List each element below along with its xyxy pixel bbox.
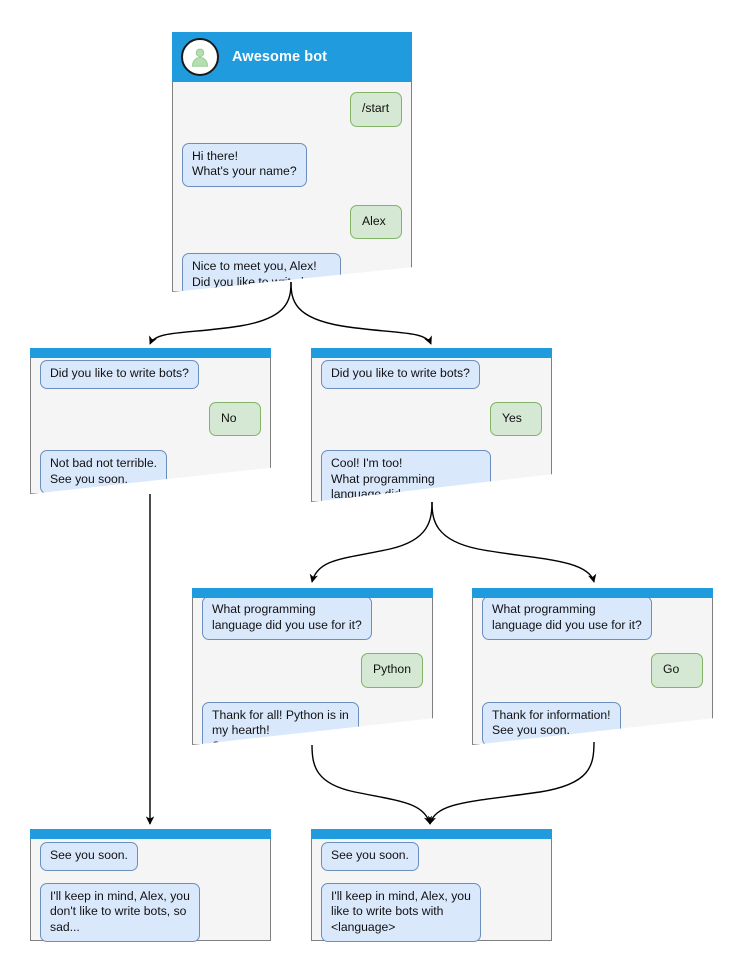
chat-card-answer-yes[interactable]: Did you like to write bots? Yes Cool! I'… (311, 348, 552, 502)
message-list-answer-no: Did you like to write bots? No Not bad n… (30, 360, 271, 494)
bot-message-bubble[interactable]: What programming language did you use fo… (482, 596, 652, 640)
message-row: Thank for information! See you soon. (482, 701, 703, 745)
edge-python-to-end-happy (311, 744, 433, 825)
bot-message-bubble[interactable]: Nice to meet you, Alex! Did you like to … (182, 253, 341, 292)
message-row: Hi there! What's your name? (182, 142, 402, 187)
bot-title: Awesome bot (232, 49, 328, 65)
message-row: I'll keep in mind, Alex, you don't like … (40, 882, 261, 942)
card-header-answer-python (192, 588, 433, 598)
chat-card-end-sad[interactable]: See you soon. I'll keep in mind, Alex, y… (30, 829, 271, 942)
message-row: Not bad not terrible. See you soon. (40, 450, 261, 494)
edge-go-to-end-happy (427, 741, 595, 825)
bot-message-bubble[interactable]: See you soon. (321, 842, 419, 871)
chat-card-answer-go[interactable]: What programming language did you use fo… (472, 588, 713, 745)
message-row: Python (202, 653, 423, 688)
message-row: I'll keep in mind, Alex, you like to wri… (321, 882, 542, 942)
bot-message-bubble[interactable]: I'll keep in mind, Alex, you like to wri… (321, 882, 481, 942)
message-row: Nice to meet you, Alex! Did you like to … (182, 253, 402, 292)
card-header-answer-no (30, 348, 271, 358)
user-message-bubble[interactable]: /start (350, 92, 402, 127)
user-message-bubble[interactable]: Go (651, 653, 703, 688)
message-row: What programming language did you use fo… (202, 596, 423, 640)
edge-start-to-no (149, 281, 292, 345)
bot-message-bubble[interactable]: See you soon. (40, 842, 138, 871)
message-row: See you soon. (321, 842, 542, 871)
message-row: Thank for all! Python is in my hearth! S… (202, 701, 423, 745)
user-message-bubble[interactable]: Python (361, 653, 423, 688)
bot-message-bubble[interactable]: Thank for information! See you soon. (482, 701, 621, 745)
card-header-end-happy (311, 829, 552, 839)
card-header-start: Awesome bot (172, 32, 412, 82)
bot-message-bubble[interactable]: Did you like to write bots? (321, 360, 480, 389)
bot-message-bubble[interactable]: Thank for all! Python is in my hearth! S… (202, 701, 359, 745)
bot-avatar-icon (181, 38, 219, 76)
message-list-start: /start Hi there! What's your name? Alex … (172, 92, 412, 292)
message-list-end-sad: See you soon. I'll keep in mind, Alex, y… (30, 842, 271, 942)
edge-start-to-yes (290, 281, 432, 345)
bot-message-bubble[interactable]: Hi there! What's your name? (182, 142, 307, 187)
message-row: No (40, 401, 261, 436)
message-row: /start (182, 92, 402, 127)
bot-message-bubble[interactable]: I'll keep in mind, Alex, you don't like … (40, 882, 200, 942)
bot-message-bubble[interactable]: Not bad not terrible. See you soon. (40, 450, 168, 494)
edge-yes-to-python (309, 501, 433, 583)
card-header-end-sad (30, 829, 271, 839)
card-header-answer-yes (311, 348, 552, 358)
edge-yes-to-go (431, 501, 597, 583)
message-row: Did you like to write bots? (40, 360, 261, 389)
message-list-answer-yes: Did you like to write bots? Yes Cool! I'… (311, 360, 552, 502)
message-list-end-happy: See you soon. I'll keep in mind, Alex, y… (311, 842, 552, 942)
chat-card-answer-no[interactable]: Did you like to write bots? No Not bad n… (30, 348, 271, 494)
bot-message-bubble[interactable]: What programming language did you use fo… (202, 596, 372, 640)
user-message-bubble[interactable]: No (209, 401, 261, 436)
bot-message-bubble[interactable]: Cool! I'm too! What programming language… (321, 450, 491, 502)
chat-card-answer-python[interactable]: What programming language did you use fo… (192, 588, 433, 745)
card-header-answer-go (472, 588, 713, 598)
message-list-answer-go: What programming language did you use fo… (472, 596, 713, 745)
message-row: Cool! I'm too! What programming language… (321, 450, 542, 502)
message-row: What programming language did you use fo… (482, 596, 703, 640)
message-row: Go (482, 653, 703, 688)
bot-message-bubble[interactable]: Did you like to write bots? (40, 360, 199, 389)
chat-card-end-happy[interactable]: See you soon. I'll keep in mind, Alex, y… (311, 829, 552, 942)
message-row: See you soon. (40, 842, 261, 871)
user-message-bubble[interactable]: Yes (490, 401, 542, 436)
user-message-bubble[interactable]: Alex (350, 204, 402, 239)
message-row: Did you like to write bots? (321, 360, 542, 389)
chat-card-start[interactable]: Awesome bot /start Hi there! What's your… (172, 32, 412, 292)
message-list-answer-python: What programming language did you use fo… (192, 596, 433, 745)
message-row: Yes (321, 401, 542, 436)
message-row: Alex (182, 204, 402, 239)
